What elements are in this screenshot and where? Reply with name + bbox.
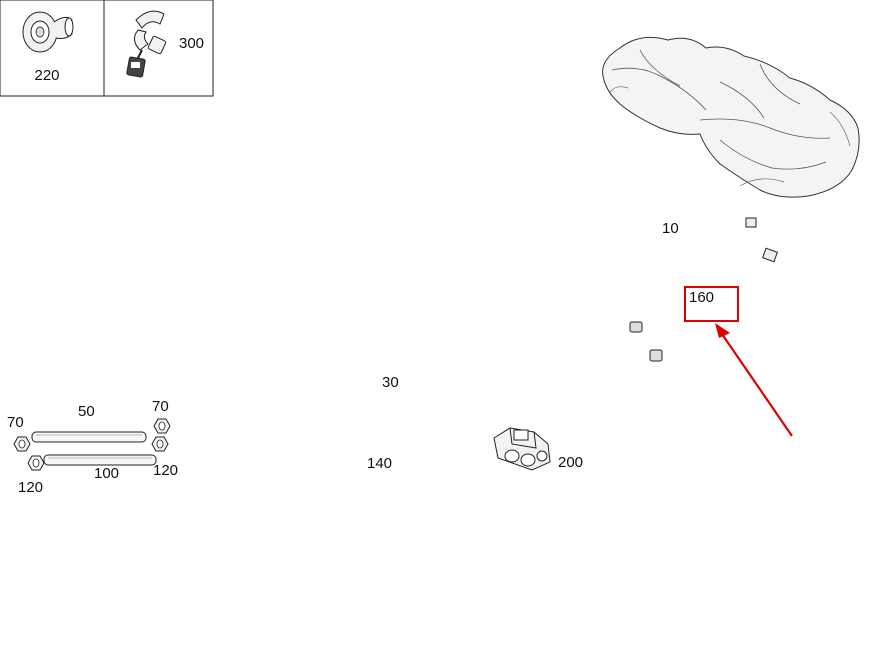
clip-icon[interactable] <box>126 10 167 78</box>
parts-legend: 220 300 <box>0 0 214 97</box>
hose-100[interactable] <box>43 454 157 466</box>
fuel-pipe-140[interactable] <box>175 366 631 482</box>
callout-70-left: 70 <box>7 414 24 431</box>
pipe-bracket-200[interactable] <box>493 427 551 471</box>
callout-140: 140 <box>367 455 392 472</box>
fuel-pipe-10[interactable] <box>629 200 757 333</box>
hose-clamp-120-right[interactable] <box>151 436 169 452</box>
callout-100: 100 <box>94 465 119 482</box>
legend-number-300: 300 <box>179 35 204 52</box>
highlight-arrow <box>715 323 793 437</box>
callout-160: 160 <box>689 289 714 306</box>
fuel-tank <box>602 36 860 198</box>
hose-clamp-70-left[interactable] <box>13 436 31 452</box>
legend-number-220: 220 <box>34 67 59 84</box>
grommet-icon[interactable] <box>22 11 74 53</box>
highlight-box <box>684 286 739 322</box>
callout-10: 10 <box>662 220 679 237</box>
callout-50: 50 <box>78 403 95 420</box>
fuel-pipe-30[interactable] <box>176 336 621 450</box>
callout-70-right: 70 <box>152 398 169 415</box>
hose-clamp-120-left[interactable] <box>27 455 45 471</box>
fuel-pipe-160[interactable] <box>649 230 778 362</box>
callout-30: 30 <box>382 374 399 391</box>
callout-120-left: 120 <box>18 479 43 496</box>
hose-50[interactable] <box>31 431 147 443</box>
callout-200: 200 <box>558 454 583 471</box>
callout-120-right: 120 <box>153 462 178 479</box>
hose-clamp-70-right[interactable] <box>153 418 171 434</box>
